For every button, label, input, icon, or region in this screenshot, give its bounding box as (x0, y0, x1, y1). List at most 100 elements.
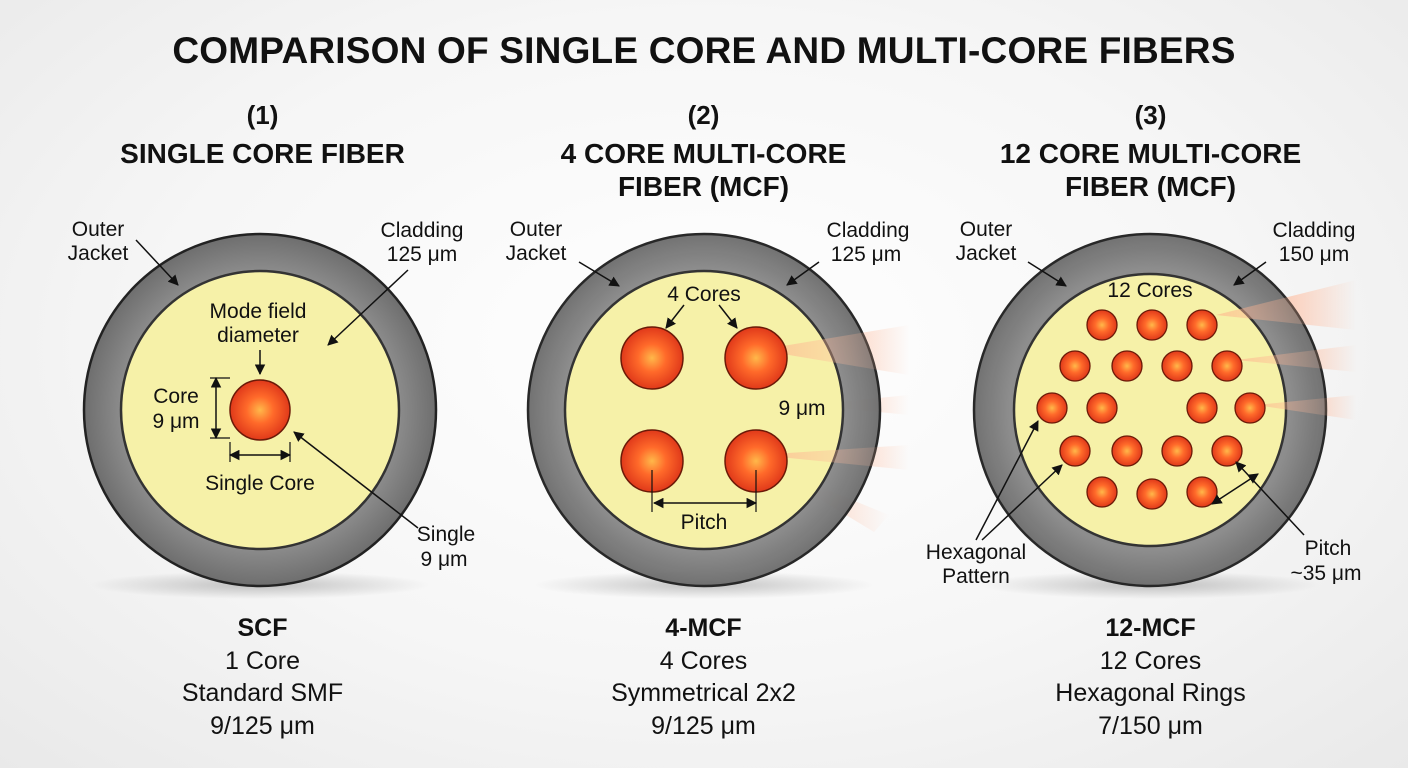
core-label-2: 9 μm (152, 410, 199, 433)
panel-summary: 4-MCF 4 Cores Symmetrical 2x2 9/125 μm (469, 612, 938, 742)
outer-jacket-label-2: Jacket (506, 242, 567, 265)
light-beam (1216, 280, 1356, 330)
core-label-1: Core (153, 385, 199, 408)
light-beam (759, 325, 909, 375)
cores-label: 12 Cores (1107, 279, 1192, 302)
single-core-label: Single Core (205, 472, 315, 495)
cladding-arrow (786, 261, 820, 286)
heading-line-1: 12 CORE MULTI-CORE (999, 138, 1302, 169)
heading-line-1: SINGLE CORE FIBER (120, 138, 405, 169)
panel-summary: 12-MCF 12 Cores Hexagonal Rings 7/150 μm (916, 612, 1385, 742)
12-core-fiber-diagram: Outer Jacket Cladding 150 μm 12 Cores He… (926, 218, 1362, 599)
core (1211, 350, 1243, 382)
fiber-core-count: 4 Cores (659, 646, 748, 675)
outer-jacket-label-2: Jacket (68, 242, 129, 265)
fiber-type: Symmetrical 2x2 (611, 679, 796, 707)
pitch-label-1: Pitch (1305, 537, 1352, 560)
core (1161, 435, 1193, 467)
core (1136, 309, 1168, 341)
panel-number: (2) (687, 100, 720, 130)
core (1036, 392, 1068, 424)
fiber-name: SCF (237, 614, 288, 642)
panel-single-core: (1) SINGLE CORE FIBER Outer Jacket Cladd… (28, 0, 497, 768)
core (1086, 392, 1118, 424)
fiber-name: 12-MCF (1105, 614, 1196, 642)
panel-heading: 4 CORE MULTI-CORE FIBER (MCF) (469, 137, 938, 203)
outer-jacket-label-1: Outer (960, 218, 1013, 241)
core (1136, 478, 1168, 510)
outer-jacket-arrow (578, 261, 620, 287)
panel-12-core: (3) 12 CORE MULTI-CORE FIBER (MCF) (916, 0, 1385, 768)
fiber-type: Standard SMF (181, 679, 344, 707)
hexagonal-label-2: Pattern (942, 565, 1010, 588)
panel-heading: 12 CORE MULTI-CORE FIBER (MCF) (916, 137, 1385, 203)
cladding-arrow (327, 269, 409, 346)
fiber-core-count: 1 Core (224, 646, 301, 675)
core (1086, 476, 1118, 508)
light-beam (1256, 395, 1356, 420)
cladding-arrow (1233, 261, 1267, 286)
core (1186, 392, 1218, 424)
fiber-dimensions: 9/125 μm (651, 711, 756, 740)
core (1234, 392, 1266, 424)
core (724, 326, 788, 390)
core (1111, 350, 1143, 382)
hexagonal-label-1: Hexagonal (926, 541, 1026, 564)
fiber-dimensions: 7/150 μm (1098, 711, 1203, 740)
page-title: COMPARISON OF SINGLE CORE AND MULTI-CORE… (172, 30, 1236, 71)
panel-number: (1) (246, 100, 279, 130)
light-beam (1236, 345, 1356, 372)
cladding-label-2: 150 μm (1279, 243, 1349, 266)
cladding-label-1: Cladding (1273, 219, 1356, 242)
core (1211, 435, 1243, 467)
pitch-dim-arrow (1211, 473, 1259, 505)
hexagonal-arrow-1 (975, 420, 1039, 541)
outer-jacket-arrow (135, 239, 179, 286)
fiber-dimensions: 9/125 μm (210, 711, 315, 740)
heading-line-1: 4 CORE MULTI-CORE (560, 138, 847, 169)
single-arrow (293, 431, 419, 529)
fiber-type: Hexagonal Rings (1055, 679, 1246, 707)
cladding-label-2: 125 μm (831, 243, 901, 266)
cores-group (1036, 309, 1266, 510)
pitch-label: Pitch (681, 511, 728, 534)
outer-jacket-arrow (1027, 261, 1067, 287)
single-core-fiber-diagram: Outer Jacket Cladding 125 μm Mode field … (68, 218, 475, 599)
panel-number: (3) (1134, 100, 1167, 130)
pitch-leader (1235, 461, 1305, 536)
cores-arrow-right (718, 304, 738, 329)
mfd-label-2: diameter (217, 324, 299, 347)
fiber-name: 4-MCF (665, 614, 742, 642)
cores-arrow-left (665, 304, 685, 329)
core (229, 379, 291, 441)
4-core-fiber-diagram: Outer Jacket Cladding 125 μm 4 Cores 9 μ… (506, 218, 910, 599)
single-label-1: Single (417, 523, 475, 546)
cladding-label-2: 125 μm (387, 243, 457, 266)
outer-jacket-label-1: Outer (510, 218, 563, 241)
light-beams-overlay (1216, 280, 1356, 420)
cores-label: 4 Cores (667, 283, 741, 306)
core (1111, 435, 1143, 467)
light-beam (759, 445, 909, 470)
core (1161, 350, 1193, 382)
core (620, 326, 684, 390)
light-beams-overlay (759, 325, 909, 470)
core-size-label: 9 μm (778, 397, 825, 420)
core (1059, 435, 1091, 467)
hexagonal-arrow-2 (981, 464, 1063, 541)
core (1186, 309, 1218, 341)
cladding-label-1: Cladding (827, 219, 910, 242)
heading-line-2: FIBER (MCF) (617, 171, 790, 202)
fiber-core-count: 12 Cores (1099, 646, 1202, 675)
core (1186, 476, 1218, 508)
panel-4-core: (2) 4 CORE MULTI-CORE FIBER (MCF) (469, 0, 938, 768)
core (1059, 350, 1091, 382)
mfd-label-1: Mode field (210, 300, 307, 323)
core (1086, 309, 1118, 341)
heading-line-2: FIBER (MCF) (1064, 171, 1237, 202)
panel-heading: SINGLE CORE FIBER (28, 137, 497, 170)
cladding-label-1: Cladding (381, 219, 464, 242)
outer-jacket-label-2: Jacket (956, 242, 1017, 265)
panel-summary: SCF 1 Core Standard SMF 9/125 μm (28, 612, 497, 742)
pitch-label-2: ~35 μm (1290, 562, 1361, 585)
